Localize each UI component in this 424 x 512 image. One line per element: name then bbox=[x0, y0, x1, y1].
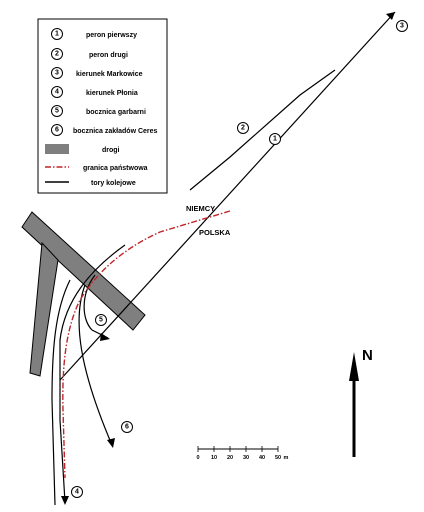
svg-text:1: 1 bbox=[55, 31, 59, 38]
arrow-siding-6 bbox=[107, 438, 115, 448]
svg-text:bocznica garbarni: bocznica garbarni bbox=[86, 109, 146, 116]
svg-text:tory kolejowe: tory kolejowe bbox=[91, 180, 136, 187]
legend-symbol-road: drogi bbox=[45, 144, 120, 154]
arrow-markowice bbox=[386, 12, 395, 20]
svg-text:granica państwowa: granica państwowa bbox=[83, 165, 148, 172]
roads bbox=[21, 211, 146, 377]
legend-item-1: 1 peron pierwszy bbox=[51, 28, 137, 40]
legend: 1 peron pierwszy 2 peron drugi 3 kierune… bbox=[37, 18, 168, 194]
svg-text:6: 6 bbox=[125, 424, 129, 431]
north-arrow-icon bbox=[349, 352, 359, 457]
svg-text:1: 1 bbox=[273, 136, 277, 143]
track-platform-loop bbox=[189, 69, 336, 191]
country-label-poland: POLSKA bbox=[199, 228, 231, 237]
svg-text:6: 6 bbox=[55, 127, 59, 134]
legend-item-2: 2 peron drugi bbox=[51, 48, 128, 60]
legend-symbol-border: granica państwowa bbox=[45, 165, 148, 172]
svg-text:3: 3 bbox=[55, 70, 59, 77]
svg-text:peron drugi: peron drugi bbox=[89, 52, 128, 59]
svg-text:3: 3 bbox=[400, 23, 404, 30]
map-marker-5: 5 bbox=[95, 314, 107, 326]
legend-item-3: 3 kierunek Markowice bbox=[51, 67, 143, 79]
track-siding-5 bbox=[83, 274, 109, 339]
scale-tick-40: 40 bbox=[259, 455, 265, 461]
svg-text:bocznica zakładów Ceres: bocznica zakładów Ceres bbox=[73, 128, 158, 135]
svg-text:kierunek Płonia: kierunek Płonia bbox=[86, 90, 138, 97]
svg-text:kierunek Markowice: kierunek Markowice bbox=[76, 71, 143, 78]
scale-bar: 0 10 20 30 40 50 m bbox=[196, 446, 289, 461]
scale-tick-20: 20 bbox=[227, 455, 233, 461]
scale-tick-50: 50 bbox=[275, 455, 281, 461]
map-marker-2: 2 bbox=[237, 122, 249, 134]
map-markers: 1 2 3 4 5 6 bbox=[71, 20, 408, 498]
arrow-siding-5 bbox=[100, 333, 110, 341]
track-mainline-north bbox=[59, 11, 396, 381]
track-mainline-south bbox=[59, 244, 126, 503]
road-diagonal bbox=[21, 211, 146, 331]
map-marker-4: 4 bbox=[71, 486, 83, 498]
svg-text:2: 2 bbox=[55, 51, 59, 58]
svg-text:drogi: drogi bbox=[102, 147, 120, 154]
legend-item-5: 5 bocznica garbarni bbox=[51, 105, 146, 117]
north-arrow: N bbox=[349, 347, 373, 457]
map-marker-1: 1 bbox=[269, 133, 281, 145]
svg-text:peron pierwszy: peron pierwszy bbox=[86, 32, 137, 39]
map-marker-3: 3 bbox=[396, 20, 408, 32]
railway-tracks bbox=[51, 11, 396, 506]
state-border bbox=[62, 210, 231, 479]
country-label-germany: NIEMCY bbox=[186, 204, 215, 213]
arrow-plonia bbox=[61, 496, 69, 505]
svg-text:4: 4 bbox=[75, 489, 79, 496]
legend-symbol-track: tory kolejowe bbox=[45, 180, 136, 187]
track-siding-4 bbox=[51, 279, 71, 506]
scale-tick-30: 30 bbox=[243, 455, 249, 461]
svg-text:5: 5 bbox=[99, 317, 103, 324]
scale-tick-0: 0 bbox=[196, 455, 199, 461]
legend-item-6: 6 bocznica zakładów Ceres bbox=[51, 124, 158, 136]
map-marker-6: 6 bbox=[121, 421, 133, 433]
track-arrows bbox=[61, 12, 395, 505]
scale-unit: m bbox=[284, 455, 289, 461]
svg-text:2: 2 bbox=[241, 125, 245, 132]
legend-item-4: 4 kierunek Płonia bbox=[51, 86, 138, 98]
scale-tick-10: 10 bbox=[211, 455, 217, 461]
svg-text:5: 5 bbox=[55, 108, 59, 115]
svg-text:4: 4 bbox=[55, 89, 59, 96]
north-label: N bbox=[362, 347, 373, 364]
road-vertical bbox=[29, 241, 59, 377]
